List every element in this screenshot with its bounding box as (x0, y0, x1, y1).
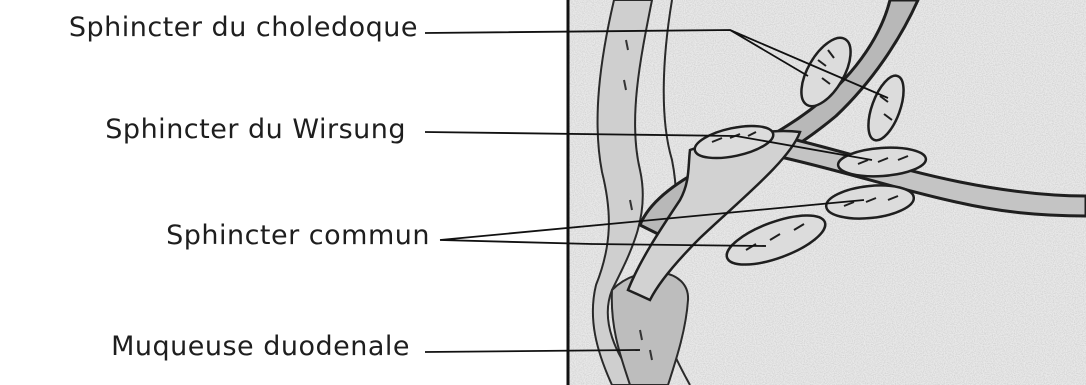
label-sphincter-choledoque: Sphincter du choledoque (69, 14, 418, 41)
label-sphincter-wirsung: Sphincter du Wirsung (105, 116, 406, 143)
label-muqueuse-duodenale: Muqueuse duodenale (111, 333, 410, 360)
label-sphincter-commun: Sphincter commun (166, 222, 430, 249)
illustration-area (568, 0, 1086, 385)
